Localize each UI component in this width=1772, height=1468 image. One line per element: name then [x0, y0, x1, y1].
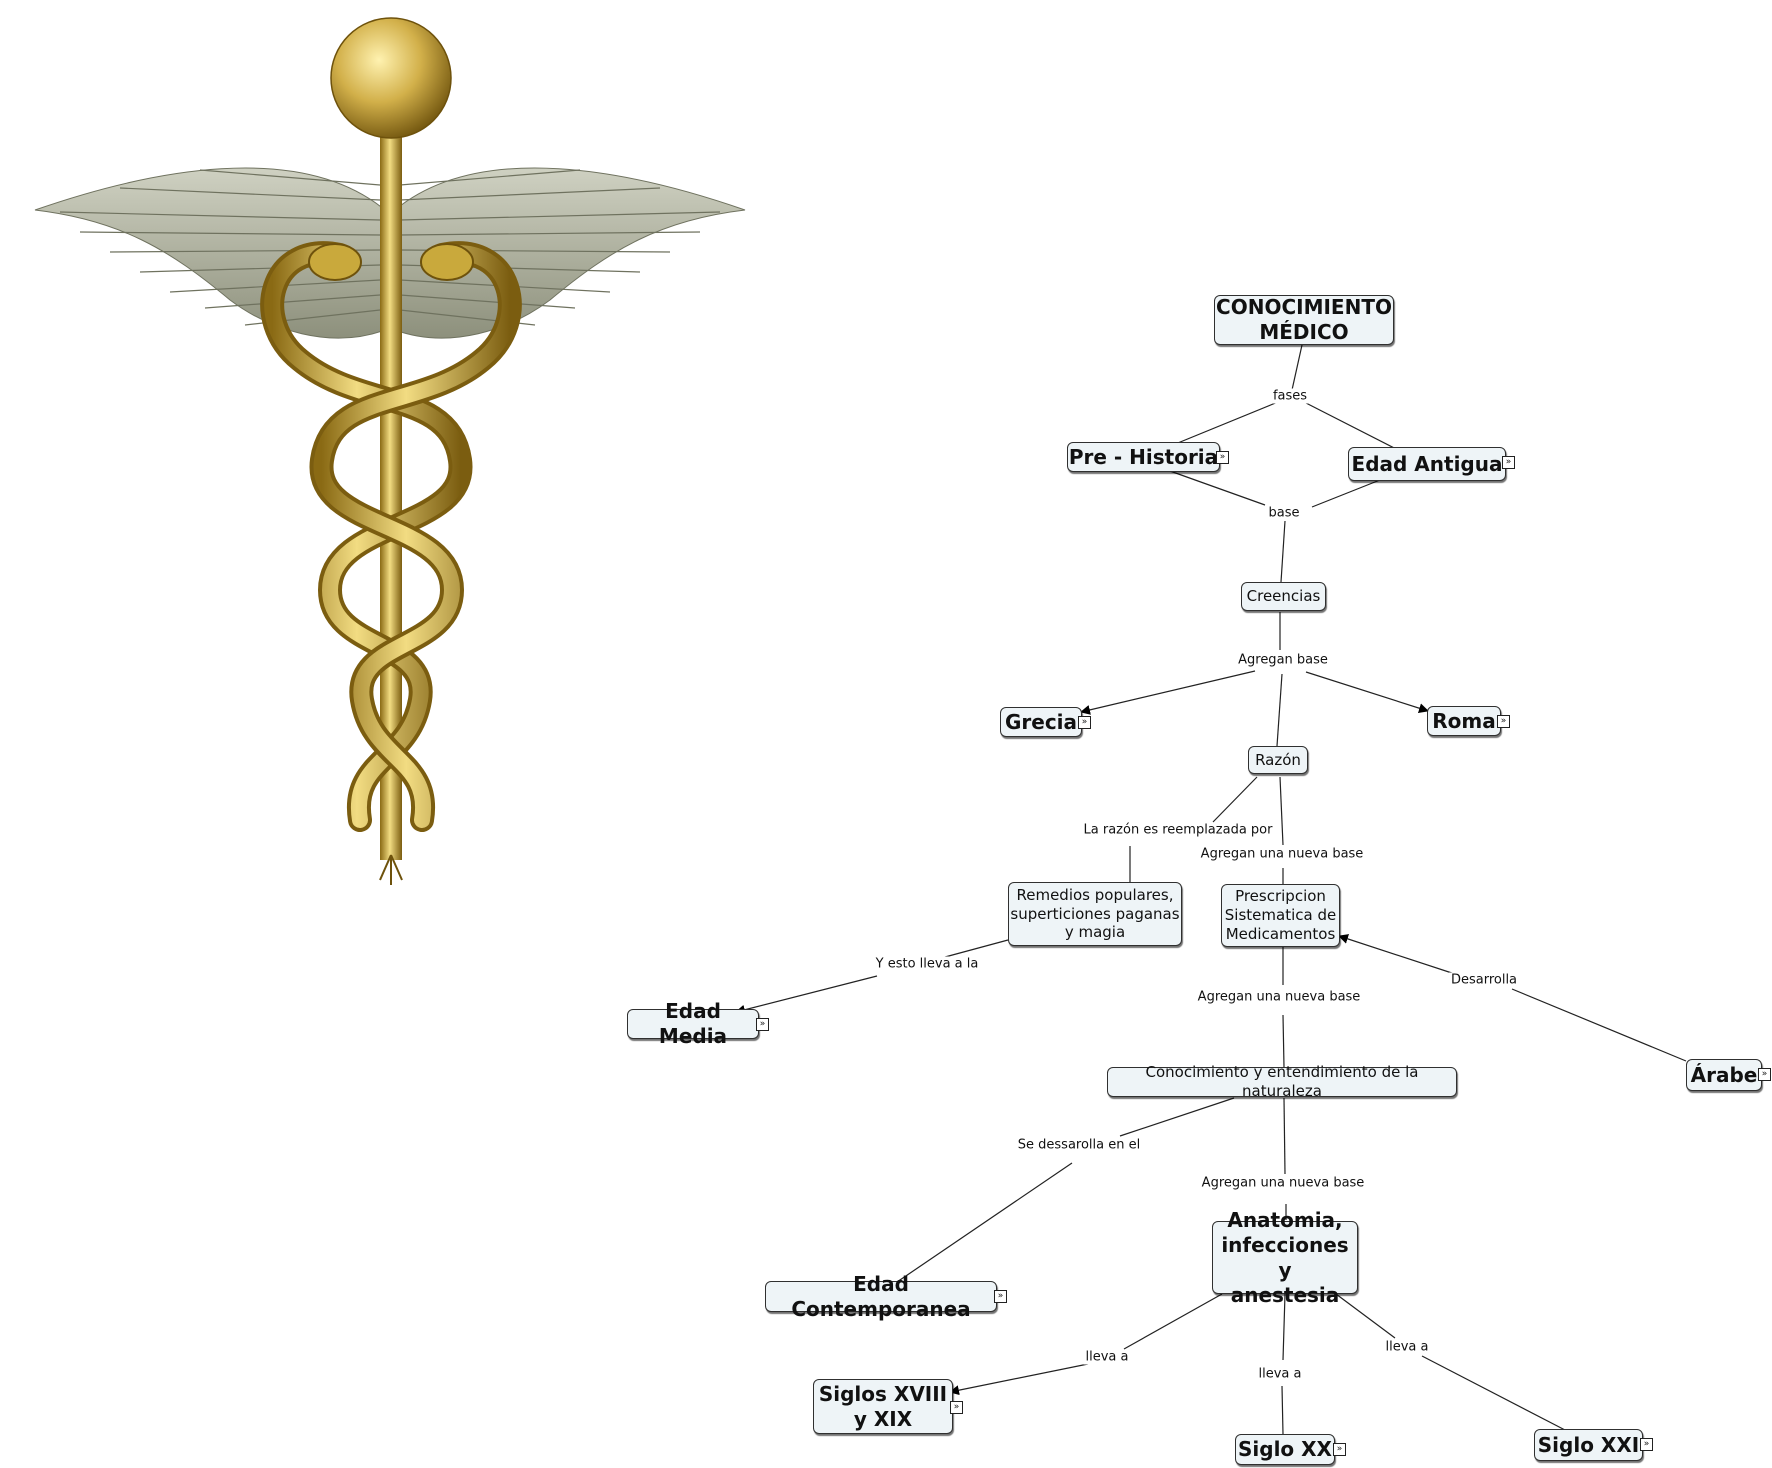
node-roma[interactable]: Roma — [1427, 706, 1501, 736]
node-edad-antigua[interactable]: Edad Antigua — [1348, 447, 1506, 481]
node-label: Razón — [1255, 751, 1301, 770]
link-label-nueva-base-2: Agregan una nueva base — [1196, 990, 1363, 1005]
node-label: Prescripcion Sistematica de Medicamentos — [1225, 887, 1336, 943]
double-chevron-right-icon[interactable]: » — [1078, 716, 1091, 729]
node-label: Pre - Historia — [1069, 445, 1218, 470]
node-label: Anatomia, infecciones y anestesia — [1213, 1208, 1357, 1308]
node-pre-historia[interactable]: Pre - Historia — [1067, 442, 1220, 472]
link-label-fases: fases — [1271, 389, 1309, 404]
node-conocimiento-naturaleza[interactable]: Conocimiento y entendimiento de la natur… — [1107, 1067, 1457, 1097]
double-chevron-right-icon[interactable]: » — [1502, 456, 1515, 469]
node-label: CONOCIMIENTO MÉDICO — [1216, 295, 1392, 345]
node-conocimiento-medico[interactable]: CONOCIMIENTO MÉDICO — [1214, 295, 1394, 345]
node-anatomia[interactable]: Anatomia, infecciones y anestesia — [1212, 1221, 1358, 1294]
link-label-base: base — [1267, 506, 1302, 521]
double-chevron-right-icon[interactable]: » — [1333, 1443, 1346, 1456]
node-label: Siglos XVIII y XIX — [819, 1382, 947, 1432]
node-prescripcion[interactable]: Prescripcion Sistematica de Medicamentos — [1221, 884, 1340, 947]
node-label: Roma — [1432, 709, 1495, 734]
link-label-se-desarrolla: Se dessarolla en el — [1016, 1138, 1142, 1153]
link-label-lleva-a-1: lleva a — [1084, 1350, 1131, 1365]
node-label: Creencias — [1247, 587, 1321, 606]
link-label-reemplazada: La razón es reemplazada por — [1082, 823, 1275, 838]
double-chevron-right-icon[interactable]: » — [1497, 715, 1510, 728]
node-label: Edad Media — [628, 999, 758, 1049]
node-label: Conocimiento y entendimiento de la natur… — [1108, 1063, 1456, 1101]
node-label: Grecia — [1005, 710, 1077, 735]
link-label-nueva-base-3: Agregan una nueva base — [1200, 1176, 1367, 1191]
node-label: Siglo XXI — [1538, 1433, 1639, 1458]
double-chevron-right-icon[interactable]: » — [1640, 1438, 1653, 1451]
node-edad-media[interactable]: Edad Media — [627, 1009, 759, 1039]
link-label-agregan-base: Agregan base — [1236, 653, 1330, 668]
double-chevron-right-icon[interactable]: » — [950, 1401, 963, 1414]
link-label-nueva-base-1: Agregan una nueva base — [1199, 847, 1366, 862]
node-label: Edad Antigua — [1352, 452, 1503, 477]
node-siglo-xxi[interactable]: Siglo XXI — [1534, 1429, 1643, 1461]
node-razon[interactable]: Razón — [1248, 746, 1308, 774]
node-grecia[interactable]: Grecia — [1000, 707, 1082, 737]
node-edad-contemporanea[interactable]: Edad Contemporanea — [765, 1281, 997, 1312]
node-label: Edad Contemporanea — [766, 1272, 996, 1322]
double-chevron-right-icon[interactable]: » — [994, 1290, 1007, 1303]
node-remedios[interactable]: Remedios populares, superticiones pagana… — [1008, 882, 1182, 946]
node-siglo-xx[interactable]: Siglo XX — [1235, 1434, 1335, 1465]
node-arabe[interactable]: Árabe — [1686, 1059, 1762, 1091]
link-label-desarrolla: Desarrolla — [1449, 973, 1519, 988]
node-label: Siglo XX — [1238, 1437, 1332, 1462]
node-creencias[interactable]: Creencias — [1241, 582, 1326, 611]
node-label: Remedios populares, superticiones pagana… — [1010, 886, 1179, 942]
link-label-lleva-a-3: lleva a — [1384, 1340, 1431, 1355]
link-label-lleva-a-la: Y esto lleva a la — [874, 957, 981, 972]
double-chevron-right-icon[interactable]: » — [756, 1018, 769, 1031]
node-label: Árabe — [1691, 1063, 1758, 1088]
link-label-lleva-a-2: lleva a — [1257, 1367, 1304, 1382]
double-chevron-right-icon[interactable]: » — [1758, 1068, 1771, 1081]
double-chevron-right-icon[interactable]: » — [1216, 451, 1229, 464]
node-siglos-xviii-xix[interactable]: Siglos XVIII y XIX — [813, 1379, 953, 1434]
